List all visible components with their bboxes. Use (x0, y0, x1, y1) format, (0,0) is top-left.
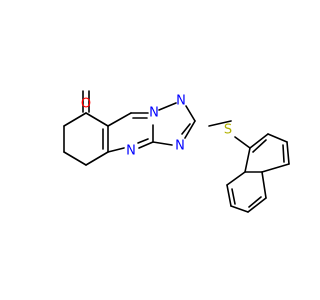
bond (226, 184, 232, 207)
atom-nitrogen-top: N (176, 94, 186, 109)
atom-nitrogen-pyrimidine: N (126, 144, 136, 159)
bond (152, 141, 173, 146)
molecule-structure: O N N N N S (63, 90, 290, 213)
bond (244, 147, 251, 173)
bond (158, 102, 177, 111)
bond (286, 141, 290, 165)
bonds (63, 90, 290, 213)
atom-labels: O N N N N S (81, 94, 232, 159)
bond (181, 123, 191, 135)
bond (184, 120, 196, 139)
bond (107, 147, 125, 153)
bond (63, 112, 87, 127)
bond (185, 105, 196, 122)
bond (230, 205, 249, 213)
bond (231, 188, 236, 205)
bond (226, 171, 246, 186)
atom-nitrogen-triazole-lower: N (175, 139, 185, 154)
bond (261, 171, 267, 199)
atom-sulfur: S (224, 123, 232, 138)
bond (85, 151, 109, 166)
bond (137, 138, 149, 144)
bond (252, 139, 267, 153)
bond (249, 133, 269, 149)
bond (63, 151, 87, 166)
bond (85, 112, 109, 127)
atom-oxygen: O (81, 97, 91, 112)
bond (138, 141, 154, 149)
bond (208, 120, 232, 127)
bond (261, 163, 290, 173)
bond (282, 144, 285, 163)
bond (107, 112, 132, 127)
bond (247, 197, 267, 213)
atom-nitrogen-bridge: N (149, 106, 159, 121)
bond (248, 196, 262, 208)
bond (234, 136, 251, 149)
bond (267, 133, 288, 143)
